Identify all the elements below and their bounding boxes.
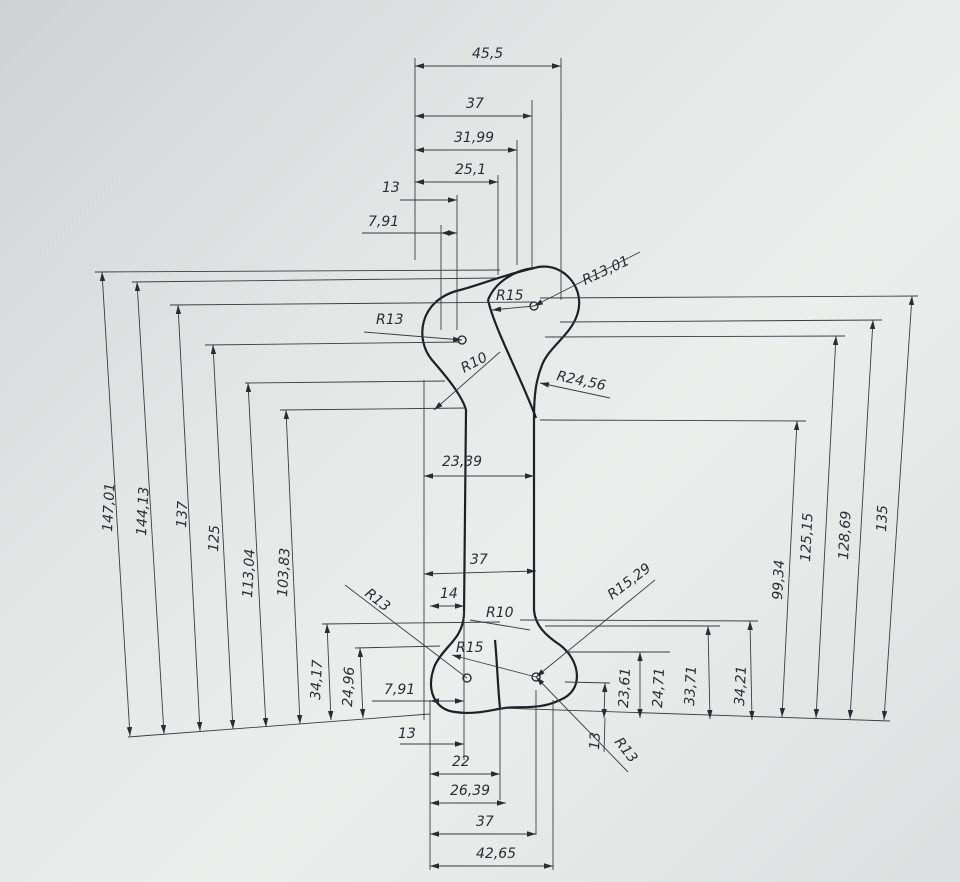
- dim-99-34: 99,34: [770, 559, 788, 600]
- dim-34-21: 34,21: [732, 665, 750, 706]
- right-height-dimensions: 99,34 125,15 128,69 135 23,61 24,71 33,7…: [587, 295, 915, 753]
- dim-42-65: 42,65: [476, 846, 516, 862]
- dim-125-15: 125,15: [798, 512, 817, 562]
- radius-r13-bottom-left: R13: [362, 586, 394, 616]
- dim-113-04: 113,04: [240, 548, 259, 598]
- extension-lines-right: [499, 295, 919, 722]
- dim-125: 125: [206, 525, 223, 553]
- dim-37-bottom: 37: [476, 814, 494, 830]
- radius-r15-29: R15,29: [605, 560, 654, 603]
- dim-7-91-bottom: 7,91: [384, 682, 415, 698]
- dim-24-96: 24,96: [340, 666, 358, 707]
- dim-103-83: 103,83: [275, 547, 294, 597]
- part-outline: [421, 265, 581, 715]
- middle-width-dimensions: 23,39 37 14: [423, 454, 537, 609]
- dim-144-13: 144,13: [134, 486, 153, 536]
- left-height-dimensions: 147,01 144,13 137 125 113,04 103,83 34,1…: [99, 271, 366, 737]
- dim-14: 14: [440, 586, 458, 602]
- dim-137: 137: [174, 501, 191, 529]
- radius-r13-01: R13,01: [580, 253, 632, 289]
- dim-147-01: 147,01: [100, 482, 119, 532]
- dim-23-39: 23,39: [442, 454, 482, 470]
- dim-37-mid: 37: [470, 552, 488, 568]
- dim-22: 22: [452, 754, 470, 770]
- dim-13-top: 13: [382, 180, 400, 196]
- dim-23-61: 23,61: [616, 667, 634, 708]
- radius-r13-top-left: R13: [376, 312, 404, 328]
- extension-lines-left: [94, 269, 535, 738]
- dim-13-bottom: 13: [398, 726, 416, 742]
- radius-r15-bottom: R15: [456, 640, 484, 656]
- dim-25-1: 25,1: [455, 162, 486, 178]
- radius-r10-top: R10: [458, 349, 490, 376]
- dim-45-5: 45,5: [472, 46, 503, 62]
- top-width-dimensions: 45,5 37 31,99 25,1 13 7,91: [362, 46, 561, 236]
- radius-r24-56: R24,56: [555, 368, 607, 394]
- dim-128-69: 128,69: [836, 510, 855, 560]
- radius-r13-bottom-right: R13: [611, 735, 641, 767]
- dim-135: 135: [874, 505, 891, 533]
- dim-24-71: 24,71: [650, 667, 668, 708]
- dim-26-39: 26,39: [450, 783, 490, 799]
- dim-13-right: 13: [587, 732, 604, 751]
- dim-7-91-top: 7,91: [368, 214, 399, 230]
- dim-34-17: 34,17: [308, 659, 326, 700]
- extension-lines-vertical: [414, 58, 562, 870]
- radius-r15-top: R15: [496, 288, 524, 304]
- dim-37-top: 37: [466, 96, 484, 112]
- hole-bottom-left: [462, 673, 472, 683]
- dim-33-71: 33,71: [682, 665, 700, 706]
- dim-31-99: 31,99: [454, 130, 494, 146]
- radius-r10-bottom: R10: [486, 605, 514, 621]
- bottom-width-dimensions: 7,91 13 22 26,39 37 42,65: [372, 682, 553, 869]
